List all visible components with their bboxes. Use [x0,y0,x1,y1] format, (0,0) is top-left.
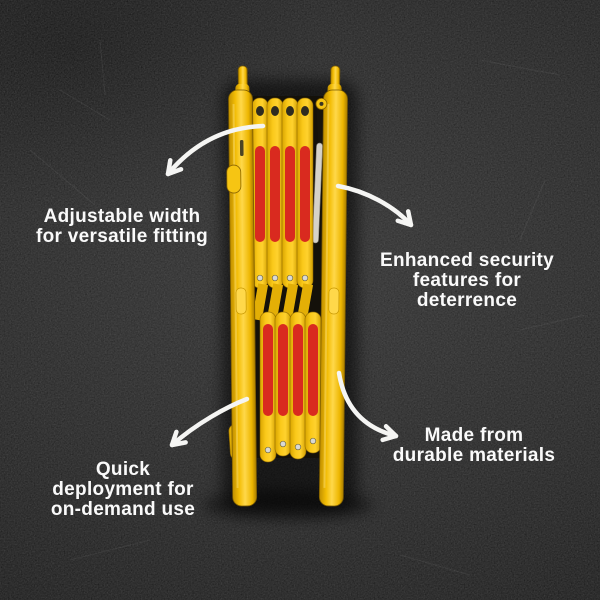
slat [281,97,299,289]
right-post-latch [328,287,340,315]
callout-durable-materials: Made from durable materials [393,426,555,466]
callout-line: for versatile fitting [35,226,209,247]
arrow-quick-deployment [169,396,250,448]
arrow-enhanced-security [335,183,414,228]
right-post [315,65,348,507]
reflective-stripe [308,324,318,416]
callout-line: features for [412,270,522,291]
expandable-barrier [226,65,348,507]
callout-line: Made from [424,425,524,446]
reflective-stripe [255,146,265,242]
slat [304,311,322,454]
upper-slats [251,97,314,289]
callout-line: durable materials [392,445,556,466]
reflective-stripe [285,146,295,242]
lower-slats [228,311,322,463]
callout-line: on-demand use [50,499,196,520]
callout-line: Enhanced security [379,250,555,271]
arrow-durable-materials [336,370,399,443]
callout-enhanced-security: Enhanced security features for deterrenc… [380,251,554,311]
post-slot [239,139,244,156]
slat [289,311,307,460]
scissor-hinge-section [251,283,314,321]
callout-line: deterrence [416,290,518,311]
callout-arrows [165,123,414,448]
slat [296,97,314,289]
reflective-stripe [300,146,310,242]
reflective-stripe [263,324,273,416]
chalk-scratches [29,39,586,576]
reflective-stripe [278,324,288,416]
slat [274,311,292,457]
reflective-stripe [293,324,303,416]
slat [251,97,269,289]
arrow-adjustable-width [165,123,266,177]
slat [259,311,277,463]
left-post-knob [226,164,242,194]
callout-line: Quick [95,459,151,480]
support-rod [312,142,323,244]
slat [266,97,284,289]
callout-adjustable-width: Adjustable width for versatile fitting [36,207,208,247]
callout-line: deployment for [52,479,194,500]
left-post-latch [235,287,247,315]
callout-line: Adjustable width [43,206,201,227]
callout-quick-deployment: Quick deployment for on-demand use [51,460,195,520]
reflective-stripe [270,146,280,242]
